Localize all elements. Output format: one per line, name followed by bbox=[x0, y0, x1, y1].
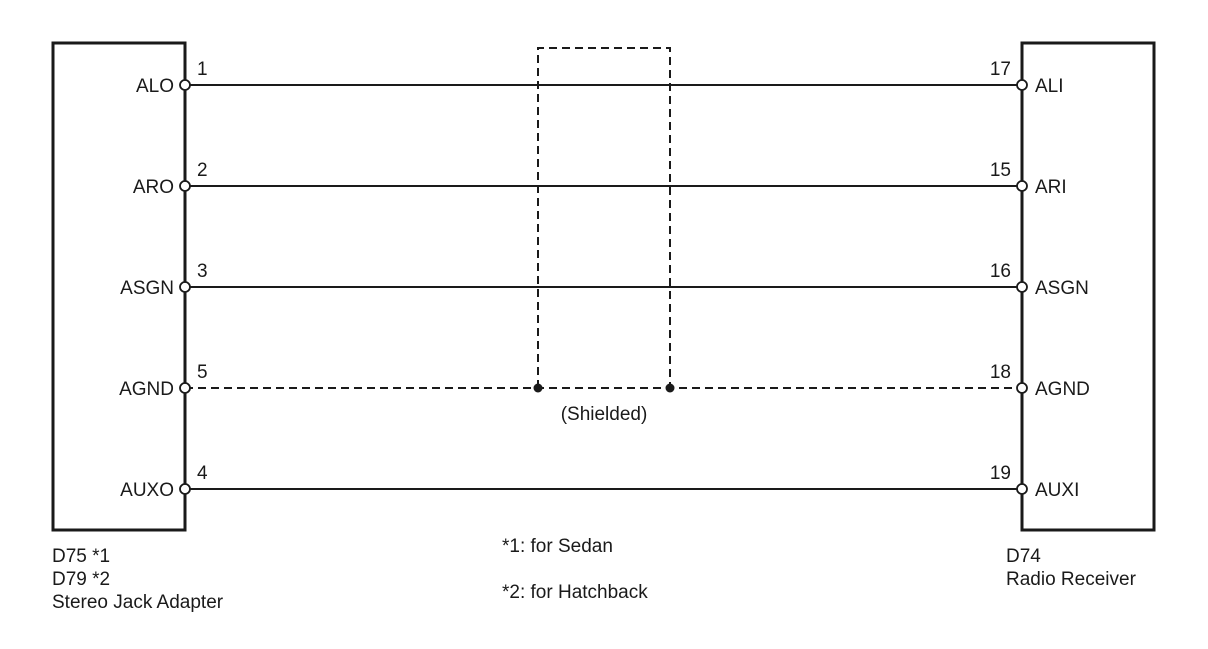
wire-row-auxo: AUXO 4 19 AUXI bbox=[120, 463, 1079, 501]
shield-outline bbox=[537, 47, 671, 388]
left-connector-caption: D75 *1 D79 *2 Stereo Jack Adapter bbox=[52, 545, 223, 614]
right-signal-label: ASGN bbox=[1035, 278, 1089, 299]
right-signal-label: AGND bbox=[1035, 379, 1090, 400]
footnote-1: *1: for Sedan bbox=[502, 536, 613, 557]
left-signal-label: AGND bbox=[119, 379, 174, 400]
right-connector-code: D74 bbox=[1006, 546, 1041, 567]
right-pin-number: 16 bbox=[990, 261, 1011, 282]
right-signal-label: AUXI bbox=[1035, 480, 1079, 501]
right-connector-name: Radio Receiver bbox=[1006, 569, 1136, 590]
right-connector-caption: D74 Radio Receiver bbox=[1006, 545, 1136, 591]
right-signal-label: ALI bbox=[1035, 76, 1064, 97]
right-terminal-pin-18 bbox=[1016, 382, 1028, 394]
right-pin-number: 18 bbox=[990, 362, 1011, 383]
right-terminal-pin-19 bbox=[1016, 483, 1028, 495]
left-pin-number: 3 bbox=[197, 261, 208, 282]
shield-label: (Shielded) bbox=[561, 404, 648, 425]
left-terminal-pin-3 bbox=[179, 281, 191, 293]
right-pin-number: 19 bbox=[990, 463, 1011, 484]
right-terminal-pin-17 bbox=[1016, 79, 1028, 91]
left-signal-label: AUXO bbox=[120, 480, 174, 501]
left-connector-code-1: D75 *1 bbox=[52, 546, 111, 567]
right-pin-number: 15 bbox=[990, 160, 1011, 181]
left-terminal-pin-4 bbox=[179, 483, 191, 495]
left-terminal-pin-2 bbox=[179, 180, 191, 192]
right-pin-number: 17 bbox=[990, 59, 1011, 80]
left-terminal-pin-5 bbox=[179, 382, 191, 394]
shield-junction-right bbox=[665, 383, 675, 393]
wire-row-alo: ALO 1 17 ALI bbox=[136, 59, 1064, 97]
right-terminal-pin-16 bbox=[1016, 281, 1028, 293]
left-connector-code-2: D79 *2 bbox=[52, 569, 111, 590]
left-connector-name: Stereo Jack Adapter bbox=[52, 592, 224, 613]
left-pin-number: 4 bbox=[197, 463, 208, 484]
left-signal-label: ASGN bbox=[120, 278, 174, 299]
right-terminal-pin-15 bbox=[1016, 180, 1028, 192]
shield-junction-left bbox=[533, 383, 543, 393]
right-signal-label: ARI bbox=[1035, 177, 1067, 198]
footnote-2: *2: for Hatchback bbox=[502, 582, 648, 603]
wire-row-agnd: AGND 5 18 AGND (Shielded) bbox=[119, 362, 1090, 425]
left-pin-number: 5 bbox=[197, 362, 208, 383]
wire-row-aro: ARO 2 15 ARI bbox=[133, 160, 1067, 198]
left-signal-label: ARO bbox=[133, 177, 174, 198]
wire-row-asgn: ASGN 3 16 ASGN bbox=[120, 261, 1089, 299]
left-signal-label: ALO bbox=[136, 76, 174, 97]
left-pin-number: 2 bbox=[197, 160, 208, 181]
left-terminal-pin-1 bbox=[179, 79, 191, 91]
left-pin-number: 1 bbox=[197, 59, 208, 80]
